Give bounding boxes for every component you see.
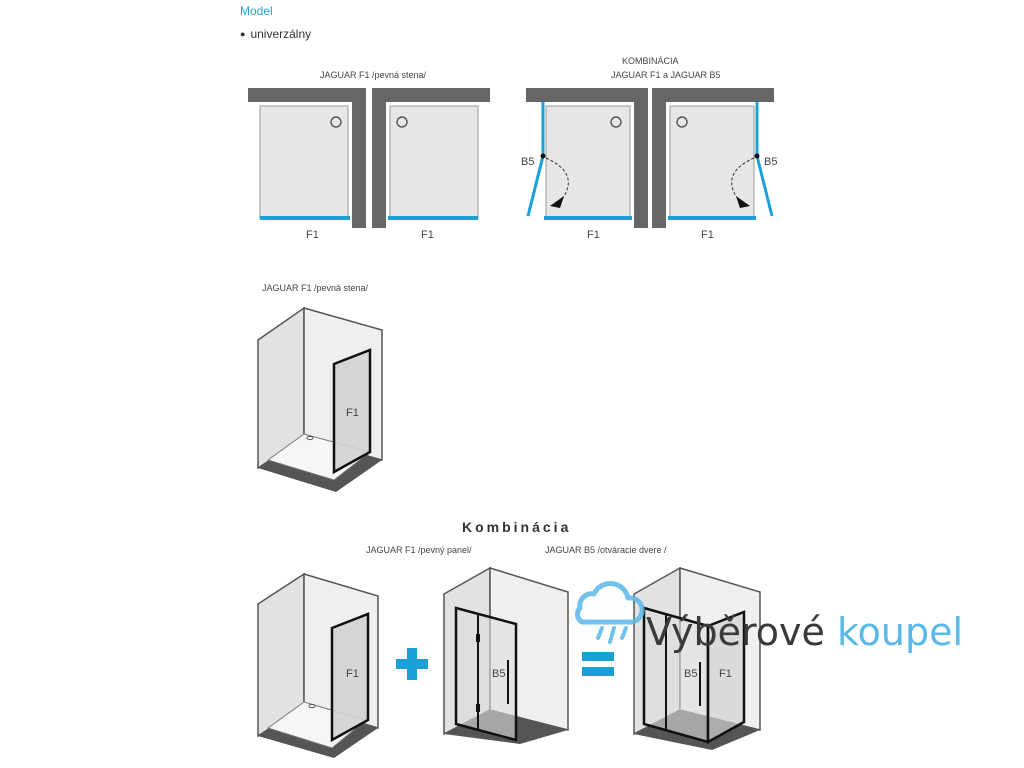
combo-result-b5-label: B5: [684, 668, 698, 680]
combo-caption-right: JAGUAR B5 /otváracie dvere /: [545, 545, 667, 555]
plan-combo-caption: JAGUAR F1 a JAGUAR B5: [611, 70, 721, 80]
bullet-icon: ●: [240, 29, 246, 39]
combo-result-diagram: [633, 566, 761, 750]
combo-f1-diagram: [257, 572, 379, 758]
combo-title: Kombinácia: [462, 519, 572, 535]
watermark-text: Výběrové koupel: [646, 610, 963, 654]
combo-caption-left: JAGUAR F1 /pevný panel/: [366, 545, 472, 555]
watermark-text-dark: Výběrové: [646, 610, 825, 654]
f1-panel: [388, 216, 478, 220]
plan-single-right-label: F1: [421, 229, 434, 241]
cloud-shower-icon: [575, 581, 645, 644]
shower-tray: [389, 105, 479, 219]
drain-icon: [306, 435, 314, 441]
b5-glass-panel: [454, 606, 518, 742]
b5-door-open: [755, 155, 774, 217]
hinge-icon: [476, 704, 480, 712]
iso-single-panel-label: F1: [346, 407, 359, 419]
watermark: Výběrové koupel: [566, 574, 1024, 664]
plan-single-diagram: [248, 88, 490, 228]
side-wall: [652, 88, 666, 228]
f1-panel: [544, 216, 632, 220]
hinge-icon: [540, 153, 546, 159]
f1-glass-panel: [330, 612, 370, 743]
combo-f1-label: F1: [346, 668, 359, 680]
combo-b5-label: B5: [492, 668, 506, 680]
f1-panel: [668, 216, 756, 220]
plan-combo-left-label: F1: [587, 229, 600, 241]
f1-glass-panel: [706, 610, 746, 745]
b5-door-open: [526, 155, 545, 217]
side-wall: [372, 88, 386, 228]
top-wall: [372, 88, 490, 102]
iso-single-caption: JAGUAR F1 /pevná stena/: [262, 283, 369, 293]
top-wall: [652, 88, 774, 102]
plan-combo-left-door-label: B5: [521, 156, 535, 168]
hinge-icon: [476, 634, 480, 642]
f1-glass-panel: [332, 348, 372, 475]
model-heading: Model: [240, 4, 273, 18]
equals-icon: [582, 652, 614, 676]
plus-icon: [396, 648, 428, 680]
drain-icon: [610, 116, 622, 128]
side-wall: [634, 88, 648, 228]
combo-b5-diagram: [443, 566, 569, 744]
plan-combo-title: KOMBINÁCIA: [622, 56, 679, 66]
plan-combo-diagram: [526, 88, 774, 228]
model-item-text: univerzálny: [250, 27, 312, 41]
drain-icon: [308, 703, 316, 709]
f1-panel: [260, 216, 350, 220]
combo-result-f1-label: F1: [719, 668, 732, 680]
plan-combo-right-door-label: B5: [764, 156, 778, 168]
model-item: ● univerzálny: [240, 27, 311, 41]
plan-single-left-label: F1: [306, 229, 319, 241]
arrowhead-icon: [550, 196, 564, 208]
shower-tray: [259, 105, 349, 219]
drain-icon: [396, 116, 408, 128]
hinge-icon: [754, 153, 760, 159]
watermark-text-blue: koupel: [836, 610, 964, 654]
arrowhead-icon: [736, 196, 750, 208]
drain-icon: [330, 116, 342, 128]
drain-icon: [676, 116, 688, 128]
side-wall: [352, 88, 366, 228]
plan-combo-right-label: F1: [701, 229, 714, 241]
top-wall: [248, 88, 366, 102]
top-wall: [526, 88, 648, 102]
plan-single-caption: JAGUAR F1 /pevná stena/: [320, 70, 427, 80]
iso-single-diagram: [257, 306, 383, 492]
